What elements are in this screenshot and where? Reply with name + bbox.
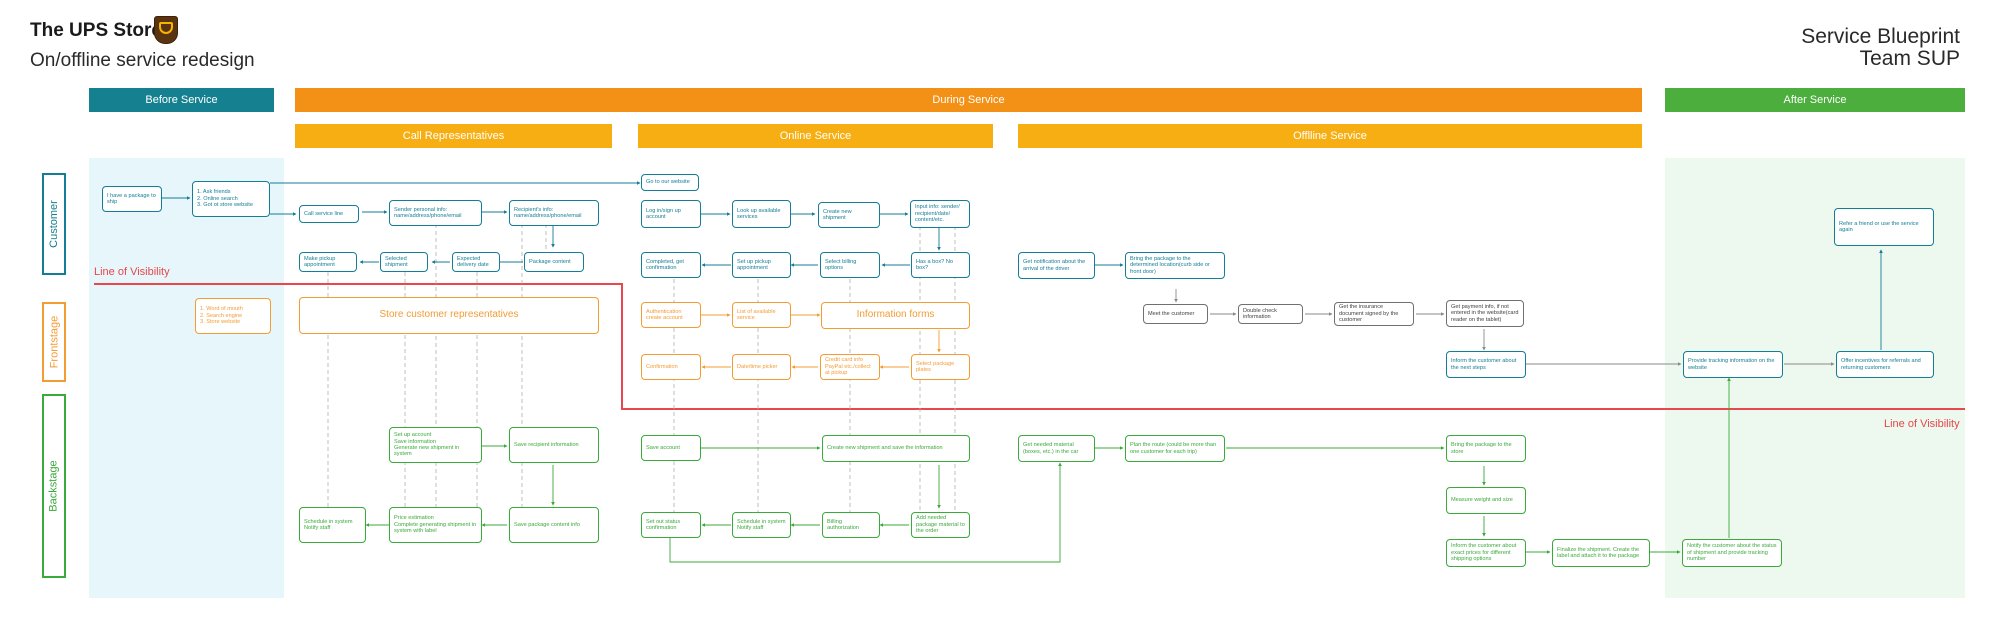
box-lookup-services: Look up available services: [732, 200, 791, 228]
line-of-visibility-label-left: Line of Visibility: [94, 266, 170, 278]
box-confirmation: Confirmation: [641, 354, 701, 380]
box-selected-shipment: Selected shipment: [380, 252, 428, 272]
box-finalize-shipment: Finalize the shipment. Create the label …: [1552, 539, 1650, 567]
box-login-signup: Log in/sign up account: [641, 200, 701, 228]
box-inform-next-steps: Inform the customer about the next steps: [1446, 351, 1526, 378]
box-package-content: Package content: [524, 252, 584, 272]
box-authentication: Authentication create account: [641, 302, 701, 328]
lane-backstage: Backstage: [42, 394, 66, 578]
box-select-package-plates: Select package plates: [911, 354, 970, 380]
box-refer-friend: Refer a friend or use the service again: [1834, 208, 1934, 246]
box-select-billing: Select billing options: [820, 252, 880, 278]
box-information-forms: Information forms: [821, 302, 970, 329]
box-input-info: Input info: sender/ recipient/date/ cont…: [910, 200, 970, 228]
box-inform-prices: Inform the customer about exact prices f…: [1446, 539, 1526, 567]
subphase-call-representatives: Call Representatives: [295, 124, 612, 148]
box-save-package-content: Save package content info: [509, 507, 599, 543]
box-save-account: Save account: [641, 435, 701, 461]
box-double-check: Double check information: [1238, 304, 1303, 324]
phase-during-service: During Service: [295, 88, 1642, 112]
box-completed-confirmation: Completed, get confirmation: [641, 252, 701, 278]
box-schedule-system-1: Schedule in system Notify staff: [299, 507, 366, 543]
box-measure-weight: Measure weight and size: [1446, 487, 1526, 514]
line-of-visibility-label-right: Line of Visibility: [1884, 418, 1960, 430]
box-date-picker: Date/time picker: [732, 354, 791, 380]
box-have-package: I have a package to ship: [102, 186, 162, 212]
box-offer-incentives: Offer incentives for referrals and retur…: [1836, 351, 1934, 378]
box-meet-customer: Meet the customer: [1143, 304, 1208, 324]
box-make-pickup: Make pickup appointment: [299, 252, 357, 272]
ups-shield-logo-icon: [154, 16, 178, 44]
box-store-representatives: Store customer representatives: [299, 297, 599, 334]
box-get-payment: Get payment info, if not entered in the …: [1446, 300, 1524, 327]
box-add-material: Add needed package material to the order: [911, 512, 970, 538]
line-of-visibility-path: [94, 283, 1965, 410]
phase-after-service: After Service: [1665, 88, 1965, 112]
box-recipient-info: Recipient's info: name/address/phone/ema…: [509, 200, 599, 226]
lane-frontstage: Frontstage: [42, 302, 66, 382]
box-expected-delivery: Expected delivery date: [452, 252, 500, 272]
box-notify-customer: Notify the customer about the status of …: [1682, 539, 1782, 567]
box-setup-account: Set up account Save information Generate…: [389, 427, 482, 463]
box-needed-material-car: Get needed material (boxes, etc.) in the…: [1018, 435, 1095, 462]
box-get-notification: Get notification about the arrival of th…: [1018, 252, 1095, 279]
page-subtitle: On/offline service redesign: [30, 50, 255, 71]
box-setup-pickup: Set up pickup appointment: [732, 252, 791, 278]
box-word-of-mouth: 1. Word of mouth 2. Search engine 3. Sto…: [195, 298, 271, 334]
box-billing-authorization: Billing authorization: [822, 512, 880, 538]
blueprint-title-line2: Team SUP: [1859, 47, 1960, 70]
box-status-confirmation: Set out status confirmation: [641, 512, 701, 538]
box-plan-route: Plan the route (could be more than one c…: [1125, 435, 1225, 462]
box-insurance-document: Get the insurance document signed by the…: [1334, 302, 1414, 326]
phase-before-service: Before Service: [89, 88, 274, 112]
box-ask-friends: 1. Ask friends 2. Online search 3. Got o…: [192, 181, 270, 217]
subphase-offline-service: Offlline Service: [1018, 124, 1642, 148]
before-service-area: [89, 158, 284, 598]
box-bring-package: Bring the package to the determined loca…: [1125, 252, 1225, 279]
box-list-services: List of available service: [732, 302, 791, 328]
box-call-service-line: Call service line: [299, 205, 359, 223]
box-credit-card: Credit card info PayPal etc./collect at …: [820, 354, 880, 380]
box-has-box: Has a box? No box?: [911, 252, 970, 278]
blueprint-title: Service Blueprint Team SUP: [1801, 26, 1960, 70]
box-go-website: Go to our website: [641, 174, 699, 191]
blueprint-title-line1: Service Blueprint: [1801, 25, 1960, 48]
lane-customer: Customer: [42, 173, 66, 275]
box-provide-tracking: Provide tracking information on the webs…: [1683, 351, 1783, 378]
box-create-shipment: Create new shipment: [818, 202, 880, 228]
box-price-estimation: Price estimation Complete generating shi…: [389, 507, 482, 543]
box-bring-to-store: Bring the package to the store: [1446, 435, 1526, 462]
box-sender-info: Sender personal info: name/address/phone…: [389, 200, 482, 226]
subphase-online-service: Online Service: [638, 124, 993, 148]
box-create-save-shipment: Create new shipment and save the informa…: [822, 435, 970, 462]
box-schedule-system-2: Schedule in system Notify staff: [732, 512, 791, 538]
brand-title: The UPS Store: [30, 20, 162, 41]
box-save-recipient: Save recipient information: [509, 427, 599, 463]
